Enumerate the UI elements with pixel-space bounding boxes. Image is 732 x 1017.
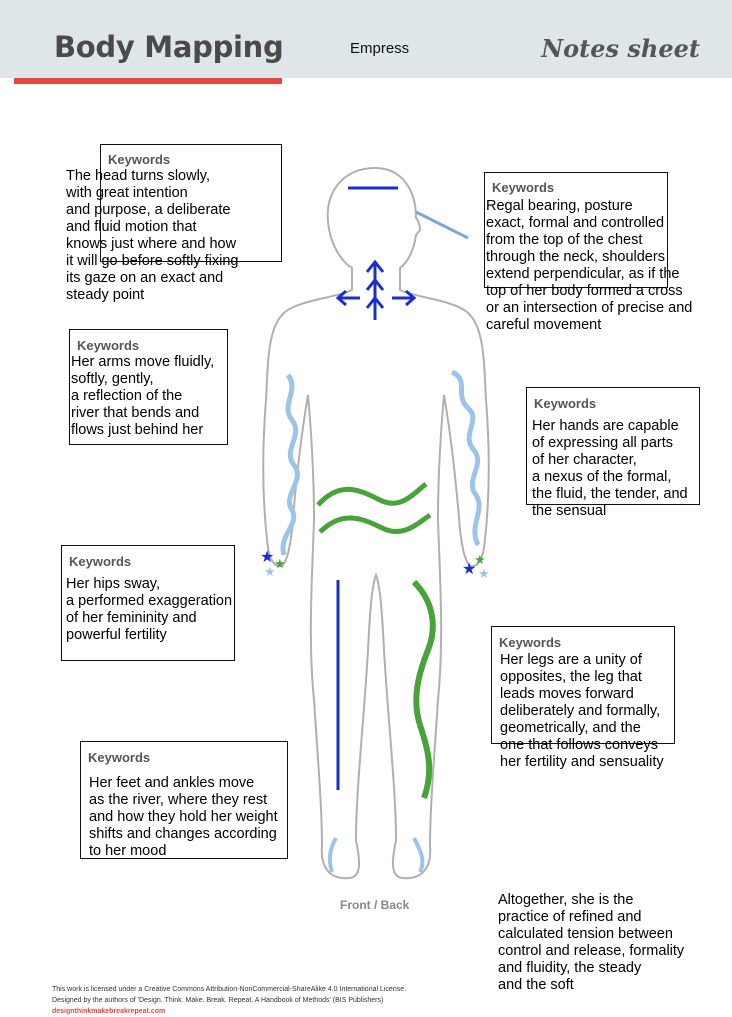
footer-license: This work is licensed under a Creative C…	[52, 986, 406, 993]
summary-note: Altogether, she is the practice of refin…	[498, 892, 728, 994]
left-hand-star-dark: ★	[260, 547, 274, 566]
right-foot-mark	[414, 838, 422, 872]
footer-website-link[interactable]: designthinkmakebreakrepeat.com	[52, 1008, 165, 1015]
note-hands: Her hands are capable of expressing all …	[532, 418, 688, 520]
keywords-label-neck: Keywords	[492, 180, 554, 195]
page-title: Body Mapping	[54, 30, 283, 64]
figure-caption: Front / Back	[340, 898, 409, 912]
note-hips: Her hips sway, a performed exaggeration …	[66, 576, 232, 644]
notes-sheet-label: Notes sheet	[541, 34, 700, 63]
right-leg-wave	[414, 582, 433, 798]
keywords-label-legs: Keywords	[499, 635, 561, 650]
keywords-label-feet: Keywords	[88, 750, 150, 765]
gaze-line-mark	[416, 212, 468, 238]
hip-wave-lower	[320, 515, 430, 532]
keywords-label-arms: Keywords	[77, 338, 139, 353]
page-header: Body Mapping Empress Notes sheet	[0, 0, 732, 78]
note-neck: Regal bearing, posture exact, formal and…	[486, 198, 692, 334]
note-arms: Her arms move fluidly, softly, gently, a…	[71, 354, 214, 439]
header-accent-bar	[14, 78, 282, 84]
keywords-label-hands: Keywords	[534, 396, 596, 411]
left-hand-star-light: ★	[264, 565, 276, 580]
note-legs: Her legs are a unity of opposites, the l…	[500, 652, 664, 771]
right-hand-star-light: ★	[478, 567, 490, 582]
keywords-label-hips: Keywords	[69, 554, 131, 569]
note-head: The head turns slowly, with great intent…	[66, 168, 238, 304]
left-hand-star-green: ★	[274, 557, 286, 572]
keywords-label-head: Keywords	[108, 152, 170, 167]
right-hand-star-green: ★	[474, 553, 486, 568]
left-foot-mark	[330, 838, 336, 872]
note-feet: Her feet and ankles move as the river, w…	[89, 775, 278, 860]
hip-wave-upper	[318, 484, 426, 505]
footer-credit: Designed by the authors of 'Design. Thin…	[52, 997, 383, 1004]
right-arm-wave	[452, 372, 479, 545]
left-arm-wave	[283, 375, 297, 555]
page-subtitle: Empress	[350, 40, 409, 57]
